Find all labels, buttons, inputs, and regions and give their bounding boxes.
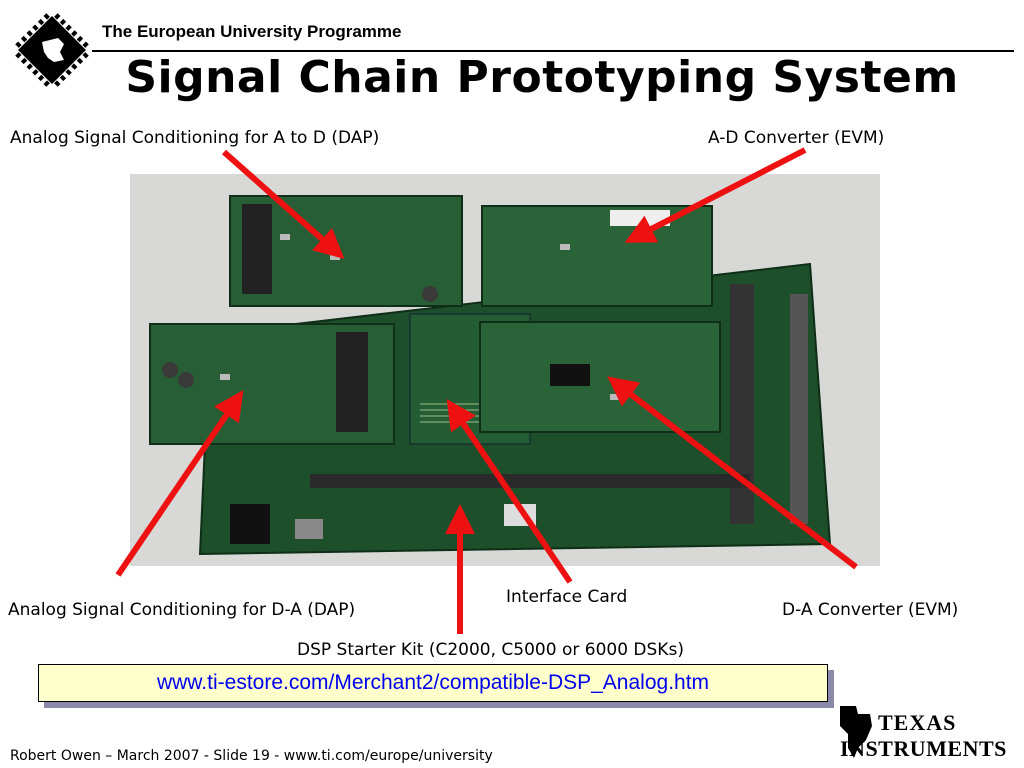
label-dsk: DSP Starter Kit (C2000, C5000 or 6000 DS… xyxy=(297,640,684,660)
ti-chip-logo-icon xyxy=(15,13,89,87)
program-title: The European University Programme xyxy=(102,22,402,41)
url-box: www.ti-estore.com/Merchant2/compatible-D… xyxy=(38,664,828,702)
estore-link[interactable]: www.ti-estore.com/Merchant2/compatible-D… xyxy=(156,671,710,694)
label-dac-conditioning: Analog Signal Conditioning for D-A (DAP) xyxy=(8,600,356,620)
logo-line1: TEXAS xyxy=(878,710,956,735)
ti-texas-state-icon: TEXAS INSTRUMENTS xyxy=(840,706,1007,761)
header-divider xyxy=(92,50,1014,52)
label-dac-evm: D-A Converter (EVM) xyxy=(782,600,959,620)
label-interface-card: Interface Card xyxy=(506,587,628,607)
logo-line2: INSTRUMENTS xyxy=(840,736,1007,761)
slide-title: Signal Chain Prototyping System xyxy=(125,52,959,103)
label-adc-evm: A-D Converter (EVM) xyxy=(708,128,885,148)
board-photo xyxy=(130,174,880,566)
label-adc-conditioning: Analog Signal Conditioning for A to D (D… xyxy=(10,128,380,148)
footer-text: Robert Owen – March 2007 - Slide 19 - ww… xyxy=(10,748,493,764)
